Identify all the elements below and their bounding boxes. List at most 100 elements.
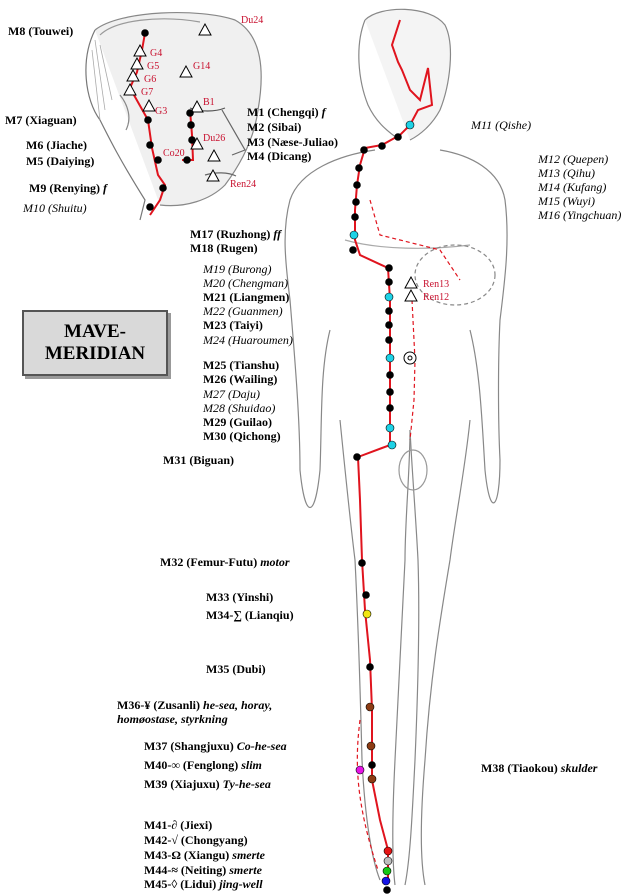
label-m21: M21 (Liangmen) [203,290,290,304]
label-m12: M12 (Quepen) [538,152,609,166]
point-m22 [385,307,393,315]
label-m18: M18 (Rugen) [190,241,258,255]
point-m33 [362,591,370,599]
label-m17: M17 (Ruzhong) [190,227,271,241]
point-m8 [141,29,149,37]
triangle-g5 [130,56,144,70]
point-m4 [183,156,191,164]
label-m27: M27 (Daju) [203,387,260,401]
label-m42: M42-√ (Chongyang) [144,833,248,847]
point-m17 [349,230,359,240]
label-m40-row: M40-∞ (Fenglong) slim [144,758,262,772]
label-m10: M10 (Shuitu) [23,201,87,215]
point-m10 [146,203,154,211]
triangle-g14 [179,64,193,78]
label-m39-row: M39 (Xiajuxu) Ty-he-sea [144,777,271,791]
label-m43-suffix: smerte [232,848,265,862]
label-m30: M30 (Qichong) [203,429,281,443]
label-m37-suffix: Co-he-sea [236,739,287,753]
label-m38-row: M38 (Tiaokou) skulder [481,761,597,775]
label-m43-row: M43-Ω (Xiangu) smerte [144,848,265,862]
label-m36: M36-¥ (Zusanli) [117,698,201,712]
point-m23 [385,321,393,329]
label-m36-suffix-1: he-sea, horay, [203,698,273,712]
point-m12 [378,142,386,150]
point-m16b [351,213,359,221]
point-m41 [383,846,393,856]
label-ren12: Ren12 [423,292,450,303]
label-m7: M7 (Xiaguan) [5,113,77,127]
point-m35 [366,663,374,671]
point-m31 [353,453,361,461]
point-m2 [187,121,195,129]
point-m45 [383,886,391,894]
point-m6 [146,141,154,149]
label-m23: M23 (Taiyi) [203,318,263,332]
point-m21 [384,292,394,302]
label-m28: M28 (Shuidao) [203,401,276,415]
point-m12a [394,133,402,141]
label-ren24: Ren24 [230,179,257,190]
point-m14 [355,164,363,172]
label-m44-row: M44-≈ (Neiting) smerte [144,863,262,877]
label-m8: M8 (Touwei) [8,24,74,38]
label-g14: G14 [193,61,211,72]
label-g4: G4 [150,48,163,59]
point-m11 [405,120,415,130]
label-m44-suffix: smerte [229,863,262,877]
point-m34 [362,609,372,619]
label-m20: M20 (Chengman) [203,276,288,290]
triangle-du24 [198,22,212,36]
label-m45-suffix: jing-well [219,877,263,891]
point-m5 [154,156,162,164]
label-m22: M22 (Guanmen) [203,304,283,318]
point-m38 [368,761,376,769]
navel-marker [403,351,417,365]
point-m30 [387,440,397,450]
point-m20 [385,278,393,286]
point-m1 [186,109,194,117]
point-m39 [367,774,377,784]
point-m9 [159,184,167,192]
point-m36 [365,702,375,712]
label-m37-row: M37 (Shangjuxu) Co-he-sea [144,739,287,753]
triangle-ren24 [206,168,220,182]
point-m28 [386,404,394,412]
point-m44 [381,876,391,886]
label-m16: M16 (Yingchuan) [538,208,622,222]
label-m14: M14 (Kufang) [538,180,607,194]
label-m32: M32 (Femur-Futu) [160,555,258,569]
triangle-ren13 [404,275,418,289]
triangle-g7 [123,82,137,96]
triangle-g3 [142,98,156,112]
triangle-b1 [190,99,204,113]
label-m6: M6 (Jiache) [26,138,87,152]
label-m32-suffix: motor [260,555,290,569]
triangle-ren12 [404,288,418,302]
label-g5: G5 [147,61,160,72]
point-m26 [386,371,394,379]
point-m16 [352,198,360,206]
point-m19 [385,264,393,272]
point-m25 [385,353,395,363]
label-m5: M5 (Daiying) [26,154,95,168]
label-m19: M19 (Burong) [203,262,272,276]
label-m43: M43-Ω (Xiangu) [144,848,230,862]
label-du24: Du24 [241,15,264,26]
label-g3: G3 [155,106,168,117]
label-m17-suffix: ff [273,227,282,241]
label-m34: M34-∑ (Lianqiu) [206,608,294,622]
label-m36-row: M36-¥ (Zusanli) he-sea, horay, [117,698,272,712]
triangle-du26 [190,136,204,150]
label-m17-row: M17 (Ruzhong) ff [190,227,281,241]
label-m13: M13 (Qihu) [538,166,595,180]
label-m36-suffix-2: homøostase, styrkning [117,712,228,726]
triangle-markers [123,22,418,302]
label-m24: M24 (Huaroumen) [203,333,293,347]
label-m1: M1 (Chengqi) [247,105,319,119]
label-m15: M15 (Wuyi) [538,194,595,208]
label-m39: M39 (Xiajuxu) [144,777,220,791]
label-m35: M35 (Dubi) [206,662,266,676]
